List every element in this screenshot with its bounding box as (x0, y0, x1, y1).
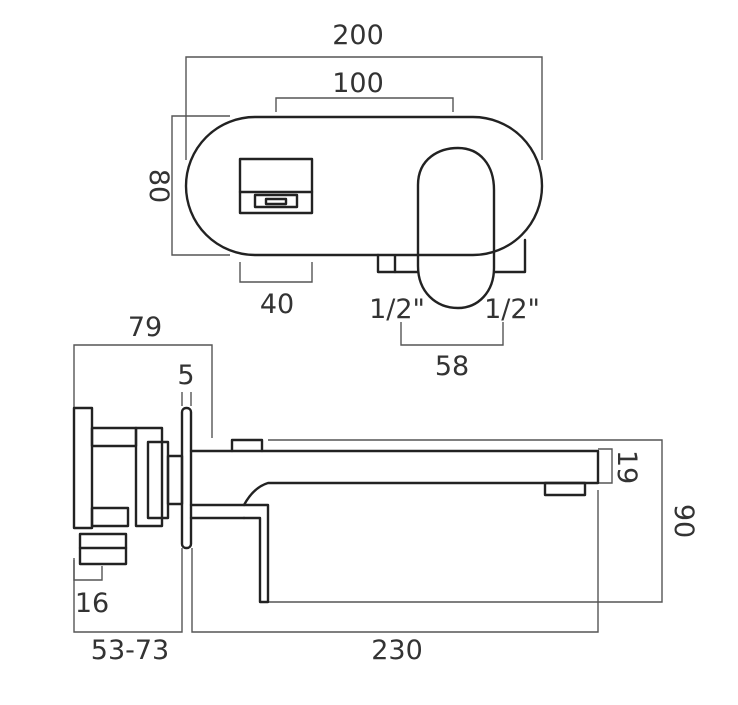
side-view: 79 5 19 90 16 53-73 230 (72, 312, 699, 666)
label-plate-thickness: 5 (177, 360, 194, 391)
label-spout-reach: 230 (371, 635, 423, 666)
spout-top-cap (230, 438, 264, 453)
dim-line-79 (73, 344, 213, 438)
dim-line-80 (171, 115, 230, 256)
valve-back-plate (72, 406, 94, 530)
label-inlet-stub: 16 (75, 588, 109, 619)
lever-side (242, 503, 270, 604)
valve-core (134, 426, 164, 528)
label-inlet-spacing: 58 (435, 351, 469, 382)
spout-body (189, 449, 600, 507)
control-handle-inner (264, 197, 288, 206)
dim-line-90 (268, 439, 663, 603)
dim-line-53-73 (73, 548, 183, 633)
valve-upper-block (90, 426, 138, 448)
label-depth-total: 79 (128, 312, 162, 343)
dim-line-58 (400, 322, 504, 346)
label-wall-depth-range: 53-73 (91, 635, 169, 666)
label-width-overall: 200 (332, 20, 384, 51)
top-view: 200 100 80 40 1/2" 1/2" 58 (143, 20, 544, 382)
inlet-right-stub (492, 238, 527, 274)
wall-cover-plate (180, 406, 193, 550)
valve-lower-block (90, 506, 130, 528)
valve-core-step (146, 440, 170, 520)
label-height: 80 (143, 169, 174, 203)
dim-line-16 (73, 560, 103, 581)
label-overall-height: 90 (668, 504, 699, 538)
body-plate-outline (184, 115, 544, 257)
label-inlet-left: 1/2" (369, 294, 425, 325)
dim-line-19 (598, 448, 613, 484)
spout-aerator (543, 481, 587, 497)
valve-neck (166, 454, 184, 506)
control-handle (253, 193, 299, 209)
label-control-width: 40 (260, 289, 294, 320)
dim-line-40 (239, 262, 313, 283)
dim-line-200 (185, 56, 543, 160)
label-spout-thickness: 19 (611, 450, 642, 484)
inlet-left-stub (376, 253, 420, 274)
label-width-spout: 100 (332, 68, 384, 99)
dim-line-100 (275, 97, 454, 112)
control-box (238, 157, 314, 215)
dim-line-230 (191, 490, 599, 633)
label-inlet-right: 1/2" (484, 294, 540, 325)
lever-handle (416, 146, 496, 310)
